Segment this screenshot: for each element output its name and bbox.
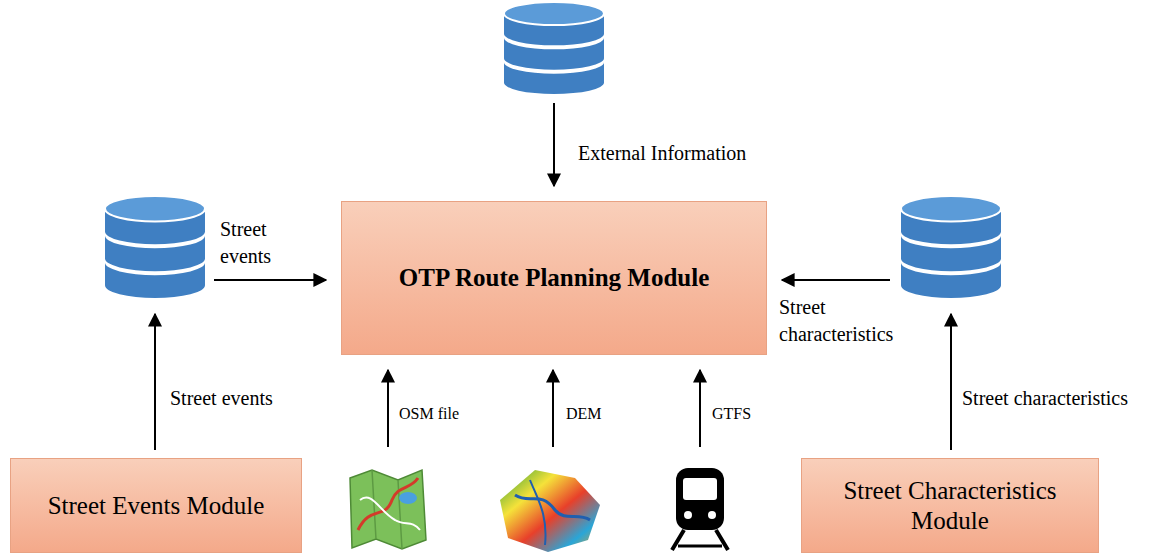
arrow (950, 314, 952, 450)
arrow-label: Street events (220, 216, 305, 270)
database-segment (504, 62, 604, 94)
database-segment (105, 236, 205, 272)
arrow (387, 370, 389, 447)
database-top (901, 196, 1001, 221)
process-box: OTP Route Planning Module (341, 201, 767, 355)
arrow (782, 279, 890, 281)
arrow-label: GTFS (712, 400, 751, 427)
database-icon (105, 196, 205, 298)
module-box: Street Characteristics Module (801, 458, 1099, 553)
arrow-label: Street characteristics (779, 294, 929, 348)
module-box: Street Events Module (10, 458, 302, 553)
arrow-label: DEM (566, 400, 602, 427)
arrow (552, 370, 554, 447)
database-segment (105, 262, 205, 298)
arrow (699, 370, 701, 447)
arrows (155, 103, 951, 450)
train-icon (672, 468, 728, 550)
arrow (154, 314, 156, 450)
database-top (504, 2, 604, 25)
arrow (214, 279, 326, 281)
box-label: Street Characteristics Module (816, 476, 1084, 536)
map-icon (350, 470, 426, 549)
arrow-label: OSM file (399, 400, 459, 427)
arrow-label: Street events (170, 385, 273, 412)
database-segment (504, 38, 604, 70)
box-label: OTP Route Planning Module (399, 263, 709, 293)
arrow-label: External Information (578, 140, 746, 167)
database-top (105, 196, 205, 221)
database-segment (901, 262, 1001, 298)
dem-icon (500, 470, 600, 552)
arrow (553, 103, 555, 186)
database-icon (504, 2, 604, 94)
database-icon (901, 196, 1001, 298)
database-segment (901, 236, 1001, 272)
box-label: Street Events Module (48, 491, 265, 521)
arrow-label: Street characteristics (962, 385, 1128, 412)
